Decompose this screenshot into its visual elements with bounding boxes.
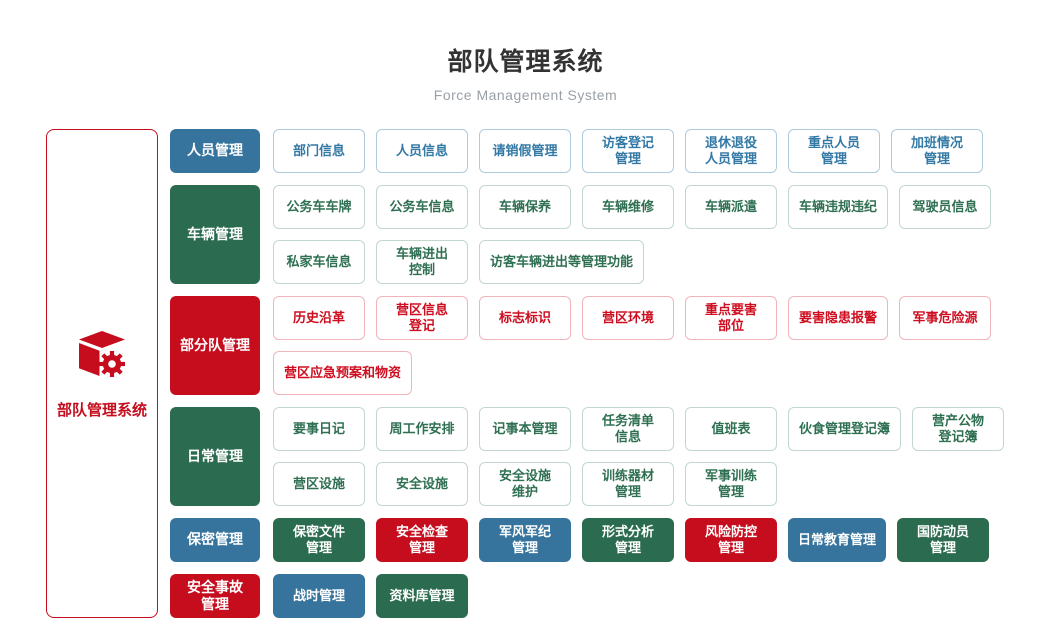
- category-row: 保密管理保密文件 管理安全检查 管理军风军纪 管理形式分析 管理风险防控 管理日…: [170, 518, 1005, 562]
- feature-box: 风险防控 管理: [685, 518, 777, 562]
- feature-box: 记事本管理: [479, 407, 571, 451]
- feature-box: 加班情况 管理: [891, 129, 983, 173]
- feature-line: 历史沿革营区信息 登记标志标识营区环境重点要害 部位要害隐患报警军事危险源: [273, 296, 992, 340]
- feature-box: 安全检查 管理: [376, 518, 468, 562]
- category-row: 日常管理要事日记周工作安排记事本管理任务清单 信息值班表伙食管理登记簿营产公物 …: [170, 407, 1005, 506]
- category-box: 日常管理: [170, 407, 260, 506]
- page-subtitle: Force Management System: [433, 87, 618, 103]
- feature-box: 军事危险源: [899, 296, 992, 340]
- feature-box: 公务车信息: [376, 185, 468, 229]
- category-box: 部分队管理: [170, 296, 260, 395]
- feature-box: 训练器材 管理: [582, 462, 674, 506]
- feature-lines: 公务车车牌公务车信息车辆保养车辆维修车辆派遣车辆违规违纪驾驶员信息私家车信息车辆…: [273, 185, 992, 284]
- feature-box: 军风军纪 管理: [479, 518, 571, 562]
- feature-box: 营区设施: [273, 462, 365, 506]
- feature-box: 车辆保养: [479, 185, 571, 229]
- feature-box: 形式分析 管理: [582, 518, 674, 562]
- feature-box: 历史沿革: [273, 296, 365, 340]
- page-header: 部队管理系统 Force Management System: [0, 0, 1051, 103]
- feature-line: 保密文件 管理安全检查 管理军风军纪 管理形式分析 管理风险防控 管理日常教育管…: [273, 518, 990, 562]
- category-row: 安全事故 管理战时管理资料库管理: [170, 574, 1005, 618]
- feature-box: 任务清单 信息: [582, 407, 674, 451]
- feature-box: 要害隐患报警: [788, 296, 889, 340]
- system-root-box: 部队管理系统: [46, 129, 158, 618]
- feature-box: 车辆维修: [582, 185, 674, 229]
- feature-box: 访客登记 管理: [582, 129, 674, 173]
- feature-line: 公务车车牌公务车信息车辆保养车辆维修车辆派遣车辆违规违纪驾驶员信息: [273, 185, 992, 229]
- feature-box: 部门信息: [273, 129, 365, 173]
- feature-lines: 历史沿革营区信息 登记标志标识营区环境重点要害 部位要害隐患报警军事危险源营区应…: [273, 296, 992, 395]
- feature-box: 营区环境: [582, 296, 674, 340]
- feature-box: 安全设施: [376, 462, 468, 506]
- feature-line: 要事日记周工作安排记事本管理任务清单 信息值班表伙食管理登记簿营产公物 登记簿: [273, 407, 1005, 451]
- feature-box: 伙食管理登记簿: [788, 407, 902, 451]
- feature-line: 部门信息人员信息请销假管理访客登记 管理退休退役 人员管理重点人员 管理加班情况…: [273, 129, 983, 173]
- feature-box: 军事训练 管理: [685, 462, 777, 506]
- feature-box: 要事日记: [273, 407, 365, 451]
- feature-box: 标志标识: [479, 296, 571, 340]
- feature-lines: 战时管理资料库管理: [273, 574, 468, 618]
- category-row: 部分队管理历史沿革营区信息 登记标志标识营区环境重点要害 部位要害隐患报警军事危…: [170, 296, 1005, 395]
- feature-box: 私家车信息: [273, 240, 365, 284]
- category-box: 车辆管理: [170, 185, 260, 284]
- rows-container: 人员管理部门信息人员信息请销假管理访客登记 管理退休退役 人员管理重点人员 管理…: [170, 129, 1005, 618]
- category-box: 安全事故 管理: [170, 574, 260, 618]
- cube-gear-icon: [74, 328, 130, 385]
- category-row: 人员管理部门信息人员信息请销假管理访客登记 管理退休退役 人员管理重点人员 管理…: [170, 129, 1005, 173]
- page-title: 部队管理系统: [447, 48, 604, 76]
- feature-box: 营区应急预案和物资: [273, 351, 413, 395]
- feature-lines: 要事日记周工作安排记事本管理任务清单 信息值班表伙食管理登记簿营产公物 登记簿营…: [273, 407, 1005, 506]
- feature-box: 退休退役 人员管理: [685, 129, 777, 173]
- feature-line: 战时管理资料库管理: [273, 574, 468, 618]
- category-row: 车辆管理公务车车牌公务车信息车辆保养车辆维修车辆派遣车辆违规违纪驾驶员信息私家车…: [170, 185, 1005, 284]
- feature-box: 保密文件 管理: [273, 518, 365, 562]
- feature-line: 私家车信息车辆进出 控制访客车辆进出等管理功能: [273, 240, 991, 284]
- feature-line: 营区应急预案和物资: [273, 351, 991, 395]
- feature-box: 公务车车牌: [273, 185, 365, 229]
- category-box: 人员管理: [170, 129, 260, 173]
- feature-box: 访客车辆进出等管理功能: [479, 240, 645, 284]
- feature-box: 重点人员 管理: [788, 129, 880, 173]
- feature-lines: 保密文件 管理安全检查 管理军风军纪 管理形式分析 管理风险防控 管理日常教育管…: [273, 518, 990, 562]
- system-root-label: 部队管理系统: [56, 401, 147, 419]
- feature-box: 资料库管理: [376, 574, 468, 618]
- feature-line: 营区设施安全设施安全设施 维护训练器材 管理军事训练 管理: [273, 462, 1004, 506]
- feature-box: 车辆违规违纪: [788, 185, 889, 229]
- feature-box: 人员信息: [376, 129, 468, 173]
- feature-box: 战时管理: [273, 574, 365, 618]
- feature-box: 请销假管理: [479, 129, 571, 173]
- feature-box: 车辆进出 控制: [376, 240, 468, 284]
- diagram: 部队管理系统 人员管理部门信息人员信息请销假管理访客登记 管理退休退役 人员管理…: [46, 129, 1005, 618]
- category-box: 保密管理: [170, 518, 260, 562]
- feature-box: 驾驶员信息: [899, 185, 992, 229]
- feature-box: 日常教育管理: [788, 518, 887, 562]
- feature-box: 安全设施 维护: [479, 462, 571, 506]
- feature-box: 值班表: [685, 407, 777, 451]
- feature-lines: 部门信息人员信息请销假管理访客登记 管理退休退役 人员管理重点人员 管理加班情况…: [273, 129, 983, 173]
- feature-box: 营产公物 登记簿: [912, 407, 1005, 451]
- feature-box: 周工作安排: [376, 407, 468, 451]
- feature-box: 重点要害 部位: [685, 296, 777, 340]
- feature-box: 国防动员 管理: [897, 518, 990, 562]
- feature-box: 车辆派遣: [685, 185, 777, 229]
- feature-box: 营区信息 登记: [376, 296, 468, 340]
